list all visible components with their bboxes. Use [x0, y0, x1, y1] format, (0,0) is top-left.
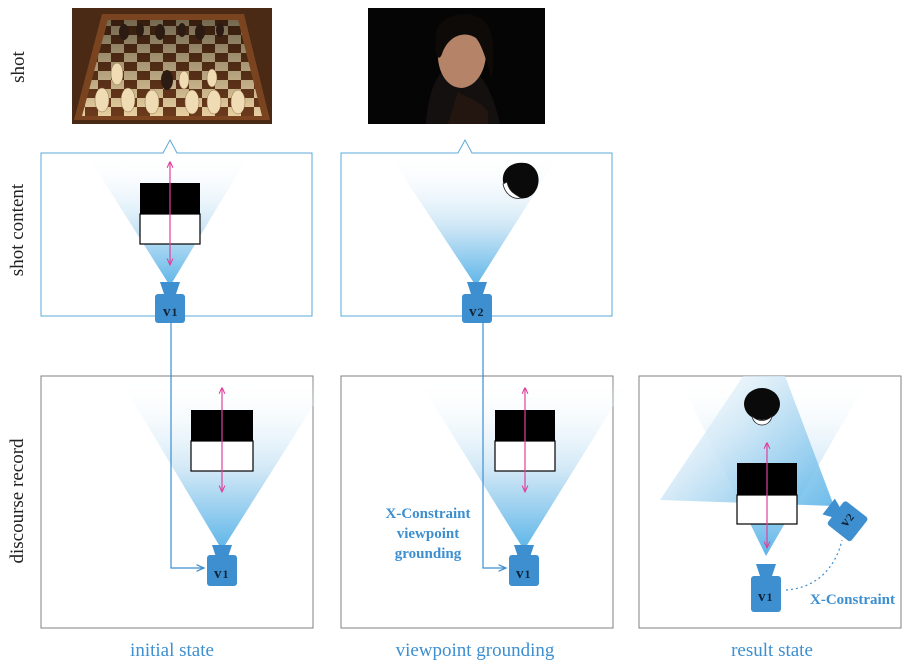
result-square-black — [737, 463, 797, 495]
result-player-head-icon — [744, 388, 780, 426]
viewpoint-link-v2 — [482, 320, 506, 568]
grounding-annotation-line1: X-Constraint — [386, 506, 471, 522]
player-portrait-shot-image — [368, 8, 545, 124]
discourse-panel-1 — [40, 375, 314, 629]
camera-v1-icon-record-1 — [207, 545, 237, 586]
discourse-panel-2 — [340, 375, 614, 629]
camera-v2-label-shot: v2 — [469, 304, 484, 320]
camera-v1-label-shot: v1 — [163, 304, 178, 320]
chessboard-square-black — [140, 183, 200, 214]
camera-v2-icon-result — [822, 498, 868, 542]
camera-v1-view-cone — [86, 153, 250, 286]
camera-v1-label-result: v1 — [758, 589, 773, 605]
player-head-icon — [502, 162, 539, 199]
row-label-shot-content: shot content — [7, 183, 28, 277]
column-label-viewpoint-grounding: viewpoint grounding — [395, 640, 555, 661]
column-label-result-state: result state — [731, 640, 813, 661]
viewpoint-link-v1 — [170, 320, 204, 568]
result-constraint-annotation: X-Constraint — [810, 592, 895, 608]
record-2-square-black — [495, 410, 555, 441]
result-camera-v1-cone — [678, 376, 870, 556]
row-label-shot: shot — [8, 51, 29, 83]
chessboard-shot-image — [72, 8, 272, 124]
camera-v1-label-record-1: v1 — [214, 566, 229, 582]
camera-v1-record-cone — [118, 376, 332, 550]
camera-v1-icon-shot — [155, 282, 185, 323]
record-1-square-white — [190, 440, 254, 472]
row-label-discourse-record: discourse record — [7, 438, 28, 564]
chessboard-square-white — [139, 213, 201, 245]
result-square-white — [736, 494, 798, 525]
grounding-annotation-line3: grounding — [395, 546, 462, 562]
camera-v1-icon-result — [751, 564, 781, 612]
camera-v1-label-record-2: v1 — [516, 566, 531, 582]
discourse-panel-3 — [638, 375, 902, 629]
record-1-square-black — [191, 410, 253, 441]
camera-v1-record-cone-2 — [416, 376, 632, 550]
record-2-square-white — [494, 440, 556, 472]
camera-v1-icon-record-2 — [509, 545, 539, 586]
shot-content-panel-1 — [40, 138, 313, 317]
camera-v2-icon-shot — [462, 282, 492, 323]
camera-v2-label-result: v2 — [838, 510, 858, 530]
x-constraint-link — [785, 539, 843, 591]
result-camera-v2-cone — [660, 376, 834, 506]
camera-v2-view-cone — [388, 153, 560, 286]
column-label-initial-state: initial state — [130, 640, 214, 661]
shot-content-panel-2 — [340, 138, 613, 317]
grounding-annotation-line2: viewpoint — [397, 526, 460, 542]
